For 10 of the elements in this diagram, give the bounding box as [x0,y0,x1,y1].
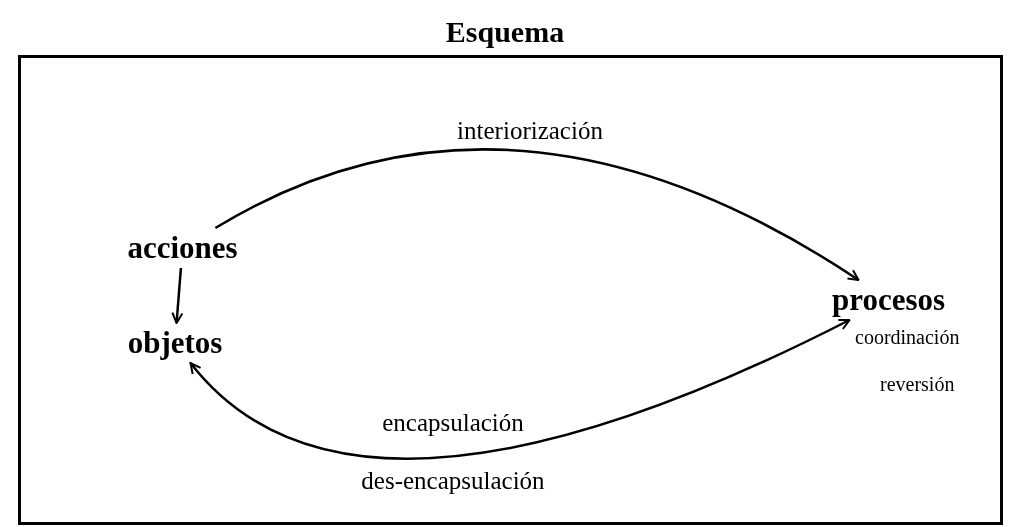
frame-box [18,55,1003,525]
concept-label: procesos [811,280,966,320]
curved-arrow [171,267,184,324]
sub-label: reversión [880,372,955,397]
curved-arrow [189,318,851,460]
curved-arrow [214,148,860,282]
frame-heading: Esquema [444,14,566,50]
sub-label: coordinación [855,325,960,350]
concept-label: acciones [110,228,255,268]
concept-label: objetos [110,323,240,363]
